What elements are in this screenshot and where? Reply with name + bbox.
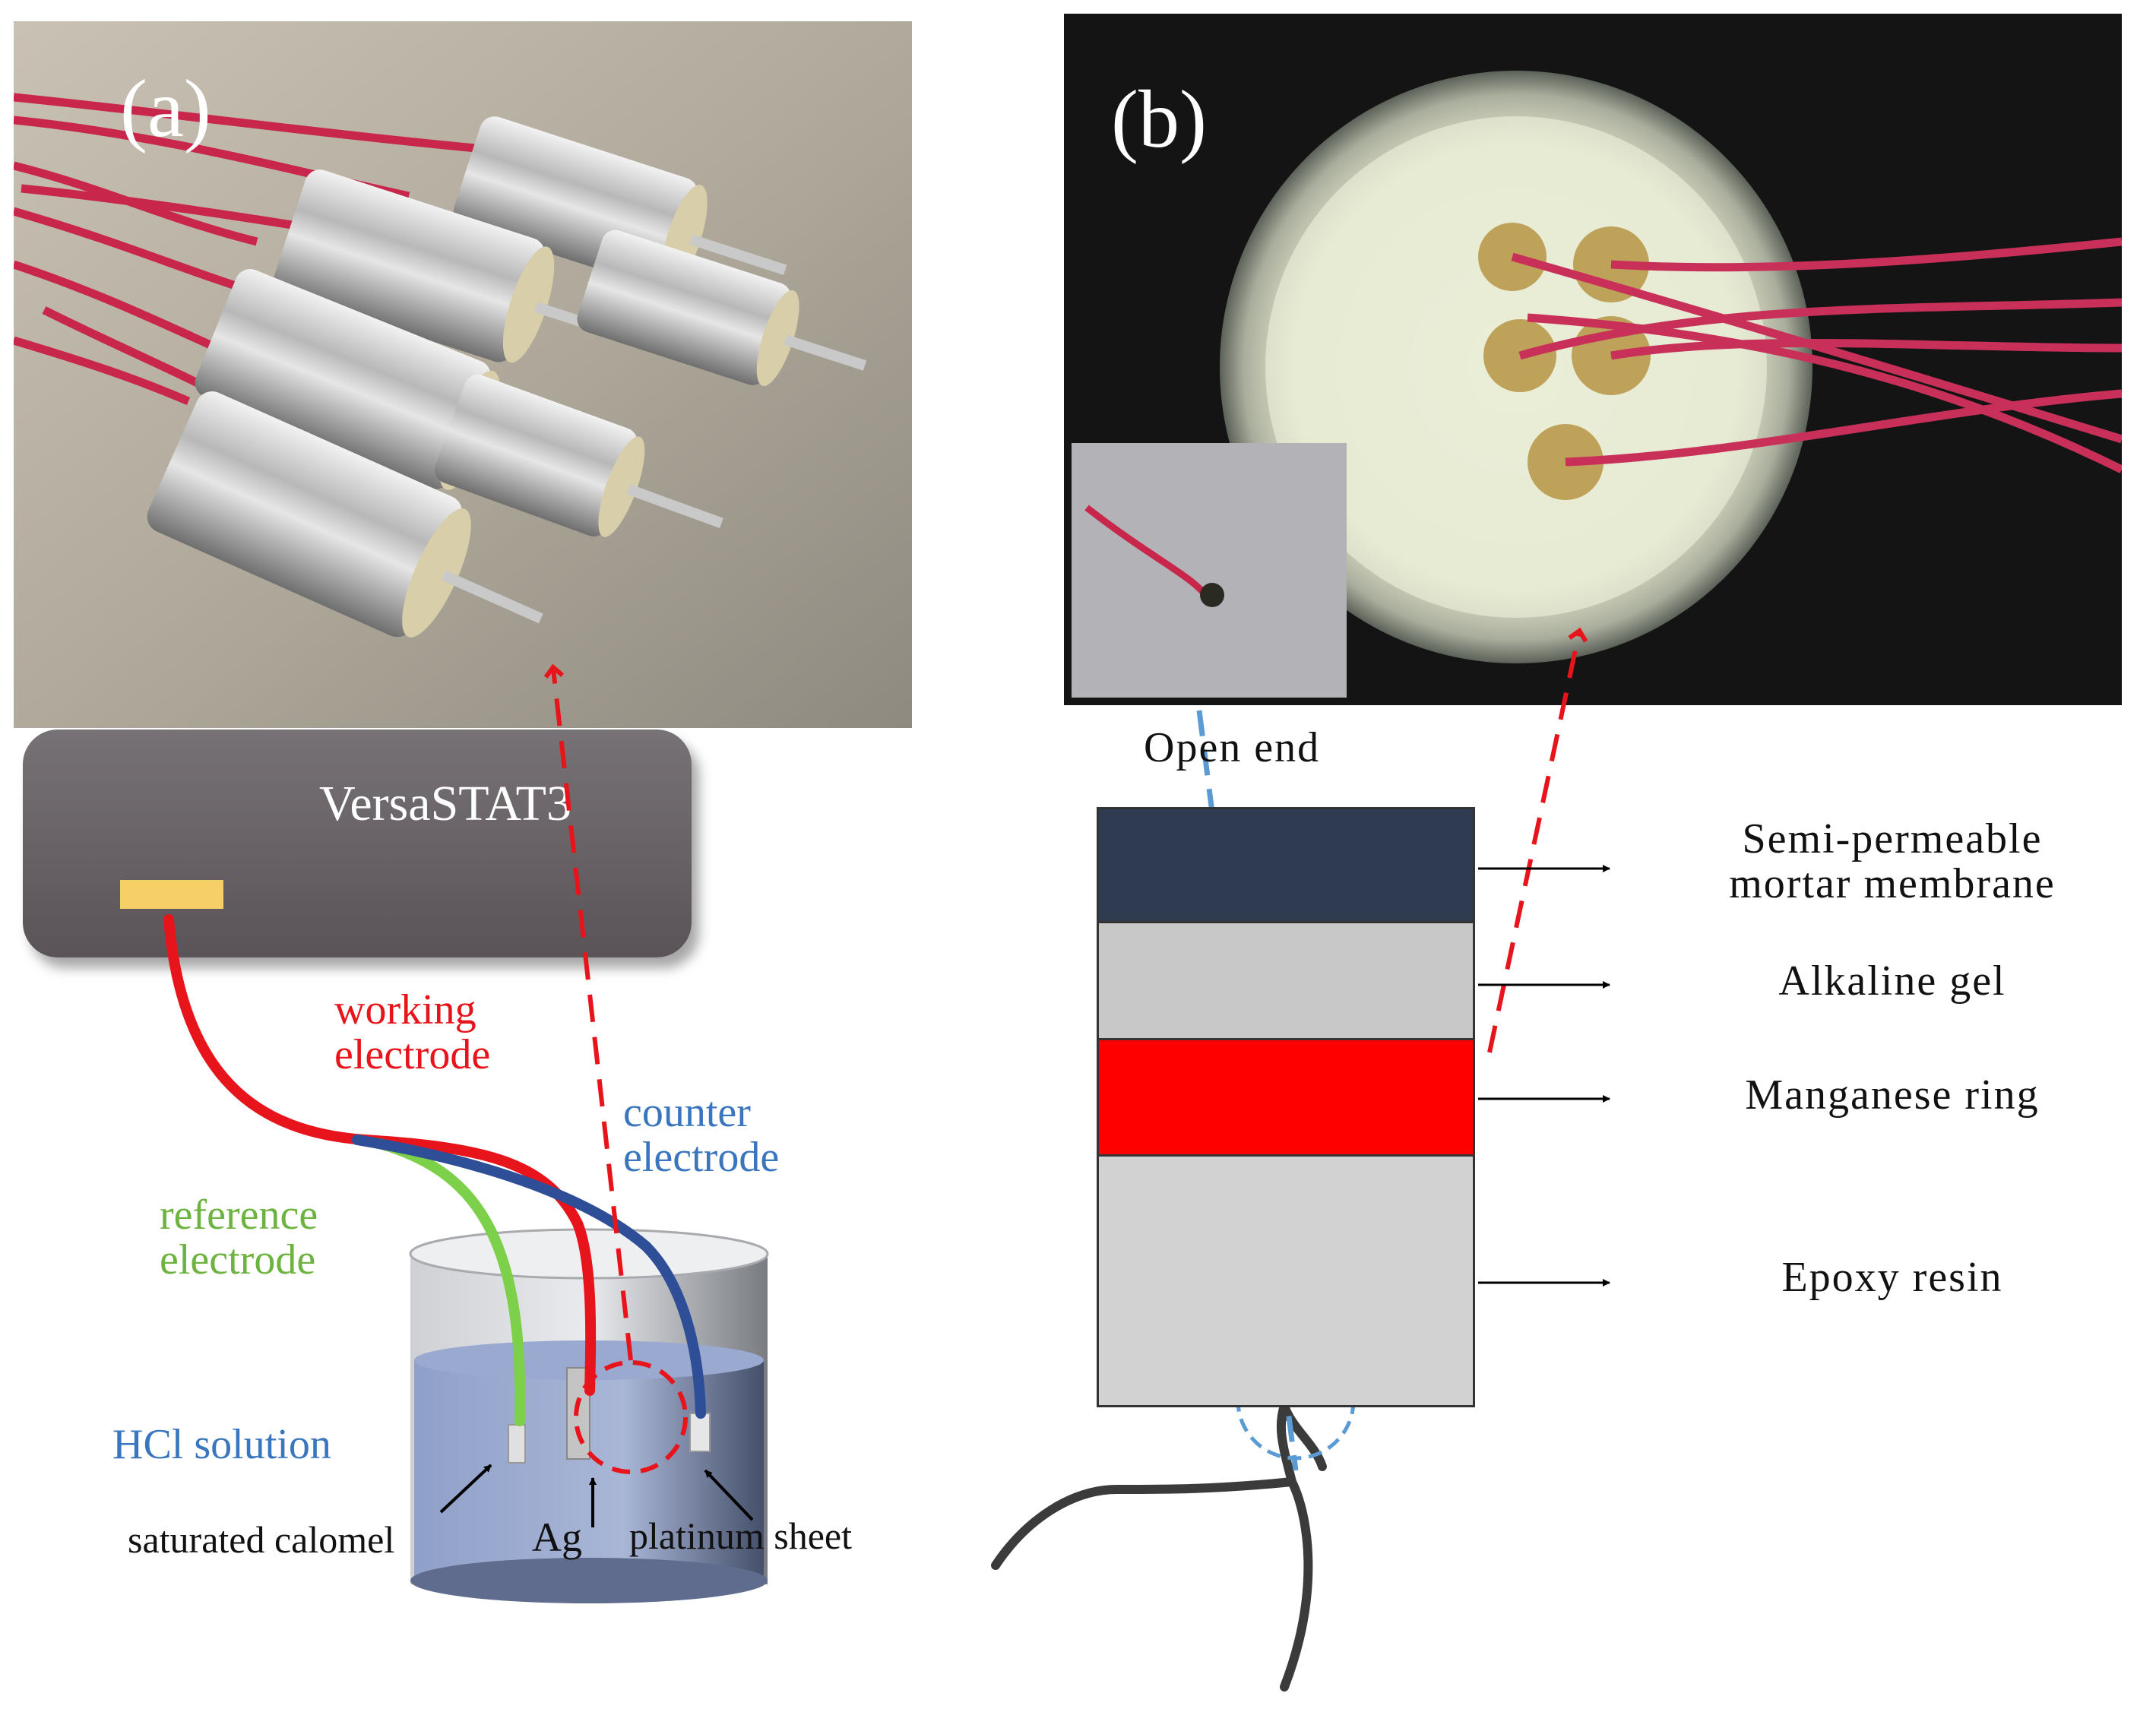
ag-label: Ag <box>532 1514 582 1560</box>
photo-sensor <box>1064 14 2122 705</box>
counter-electrode-cable <box>352 1135 706 1419</box>
panel-a-label: (a) <box>120 64 211 154</box>
device-port <box>120 880 223 909</box>
epoxy-resin-label: Epoxy resin <box>1781 1254 2003 1301</box>
arrow-icon <box>553 669 633 1361</box>
arrow-icon <box>1487 632 1579 1053</box>
reference-electrode-tip <box>508 1424 526 1464</box>
arrow-icon <box>439 1464 492 1514</box>
photo-electrodes <box>14 21 912 728</box>
layer-epoxy-resin <box>1097 1154 1475 1407</box>
manganese-ring-label: Manganese ring <box>1745 1071 2040 1119</box>
layer-membrane <box>1097 807 1475 923</box>
platinum-label: platinum sheet <box>629 1514 852 1557</box>
lead-wire <box>991 1476 1313 1692</box>
calomel-label: saturated calomel <box>128 1518 395 1561</box>
platinum-sheet <box>689 1413 711 1452</box>
layer-alkaline-gel <box>1097 921 1475 1040</box>
working-electrode-cable <box>163 914 597 1396</box>
panel-b-label: (b) <box>1111 74 1207 165</box>
red-electrode-cables <box>14 93 501 406</box>
reference-electrode-cable <box>375 1138 526 1426</box>
aluminium-foil-wraps <box>147 116 867 638</box>
solution-label: HCl solution <box>112 1421 331 1468</box>
ag-electrode <box>566 1367 590 1460</box>
arrow-icon <box>704 1469 754 1521</box>
open-end-label: Open end <box>1144 724 1321 771</box>
working-electrode-highlight <box>574 1360 688 1474</box>
layer-manganese-ring <box>1097 1038 1475 1157</box>
device-name: VersaSTAT3 <box>319 776 571 831</box>
alkaline-gel-label: Alkaline gel <box>1778 957 2006 1005</box>
